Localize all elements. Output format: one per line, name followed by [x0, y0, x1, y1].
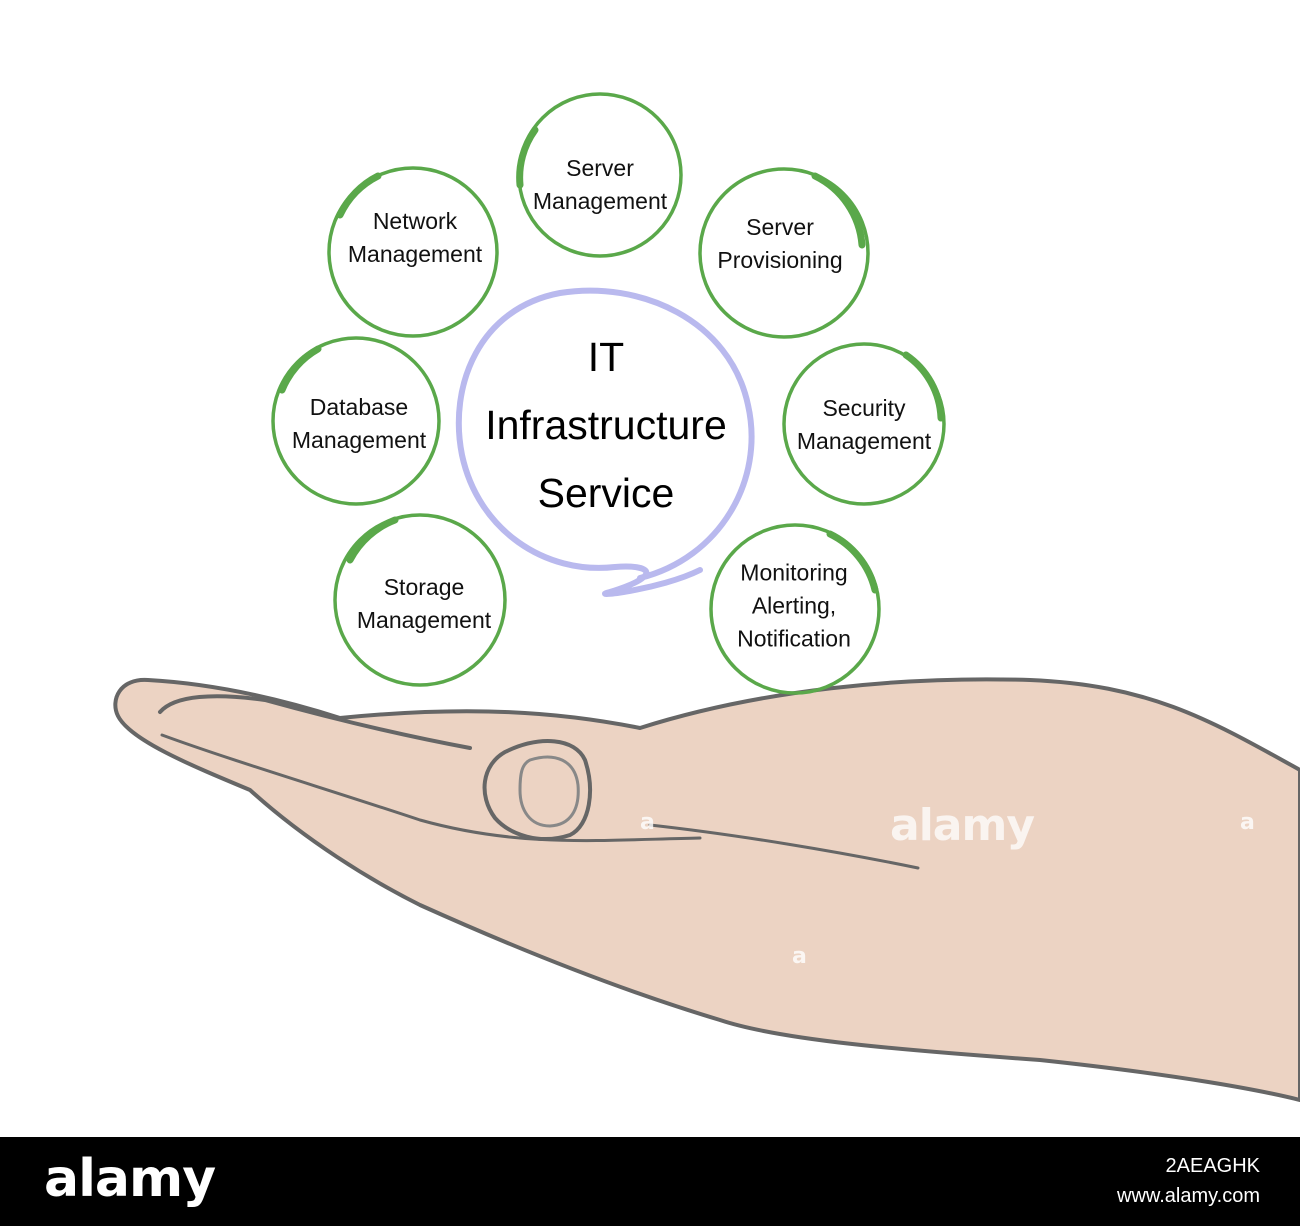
- ring-accent: [811, 172, 866, 249]
- node-label-line: Management: [532, 188, 668, 214]
- node-label-line: Notification: [737, 625, 851, 652]
- ring-security-management: [782, 342, 946, 506]
- ring-server-provisioning: [698, 167, 870, 339]
- ring-accent: [516, 126, 539, 189]
- center-label-line: Service: [537, 470, 675, 516]
- node-server-provisioning: Server Provisioning: [717, 211, 842, 277]
- ring-monitoring: [709, 523, 881, 695]
- ring-accent: [346, 516, 399, 564]
- node-label-line: Management: [291, 427, 427, 453]
- hand-palm-crease: [648, 823, 920, 870]
- node-storage-management: Storage Management: [357, 571, 491, 637]
- node-server-management: Server Management: [533, 152, 667, 218]
- node-label-line: Storage: [383, 574, 465, 600]
- watermark-letter: a: [640, 810, 655, 835]
- hand-thumbnail: [518, 755, 580, 828]
- ring-database-management: [271, 336, 441, 506]
- node-label-line: Management: [796, 428, 932, 454]
- ring-storage-management: [333, 513, 507, 687]
- center-ring: [455, 287, 755, 597]
- center-label-line: IT: [587, 334, 625, 380]
- watermark-letter: a: [1240, 810, 1255, 835]
- node-rings: [271, 92, 946, 695]
- node-label-line: Server: [746, 214, 814, 240]
- node-label-line: Alerting,: [751, 592, 837, 619]
- image-id: 2AEAGHK: [1165, 1155, 1260, 1177]
- ring-accent: [278, 345, 322, 394]
- center-label-line: Infrastructure: [485, 402, 727, 448]
- ring-accent: [826, 530, 879, 594]
- node-label-line: Management: [356, 607, 492, 633]
- hand-thumb: [482, 739, 592, 841]
- ring-accent: [336, 172, 382, 219]
- footer-url: www.alamy.com: [1117, 1185, 1260, 1207]
- watermark-text: alamy: [890, 800, 1035, 851]
- center-label: IT Infrastructure Service: [485, 323, 727, 527]
- footer-logo: alamy: [44, 1149, 216, 1209]
- node-network-management: Network Management: [348, 205, 482, 271]
- node-label-line: Security: [822, 395, 906, 421]
- watermark-letter: a: [792, 944, 807, 969]
- ring-network-management: [327, 166, 499, 338]
- footer-bar: alamy 2AEAGHK www.alamy.com: [0, 1137, 1300, 1226]
- node-security-management: Security Management: [797, 392, 931, 458]
- hand-finger-line: [158, 694, 472, 750]
- hand-illustration: [113, 677, 1300, 1102]
- node-label-line: Database: [309, 394, 409, 420]
- ring-accent: [902, 351, 945, 422]
- node-label-line: Network: [372, 208, 458, 234]
- node-monitoring: Monitoring Alerting, Notification: [737, 557, 851, 656]
- footer-meta: 2AEAGHK www.alamy.com: [1117, 1151, 1260, 1211]
- node-label-line: Provisioning: [717, 247, 843, 273]
- node-label-line: Management: [347, 241, 483, 267]
- node-label-line: Monitoring: [740, 559, 848, 586]
- node-database-management: Database Management: [292, 391, 426, 457]
- hand-palm: [113, 677, 1300, 1102]
- hand-finger-line-lower: [160, 733, 702, 843]
- node-label-line: Server: [566, 155, 634, 181]
